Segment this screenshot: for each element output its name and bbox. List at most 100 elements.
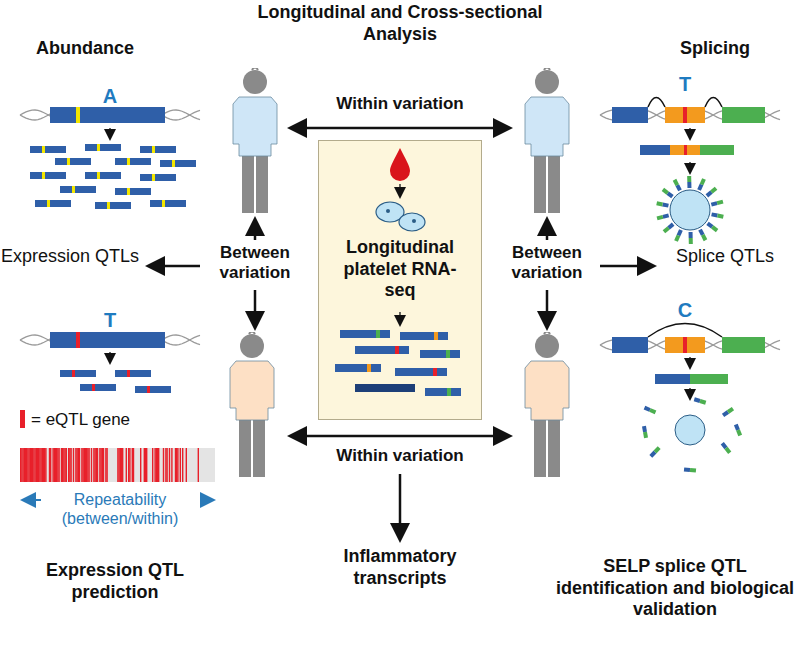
arrows	[254, 290, 257, 326]
transcript	[135, 386, 171, 393]
heatmap-stripe	[121, 448, 122, 482]
small-arrows	[109, 128, 111, 138]
heatmap-stripe	[34, 448, 35, 482]
heatmap-stripe	[128, 448, 129, 482]
protein	[712, 227, 717, 231]
protein	[663, 215, 669, 216]
heatmap-stripe	[99, 448, 100, 482]
heatmap-stripe	[94, 448, 95, 482]
variant	[127, 370, 130, 377]
people	[525, 68, 569, 214]
heatmap-stripe	[156, 448, 157, 482]
protein	[677, 185, 680, 190]
variant	[395, 346, 399, 354]
arrows	[292, 127, 508, 130]
variant	[684, 145, 687, 155]
panel-heading: Splicing	[650, 38, 780, 60]
transcript	[670, 145, 700, 155]
variant	[683, 337, 687, 353]
protein	[668, 193, 673, 197]
panel-heading: Abundance	[20, 38, 150, 60]
heatmap-stripe	[144, 448, 145, 482]
heatmap-stripe	[50, 448, 51, 482]
transcript	[690, 374, 728, 384]
protein	[712, 214, 718, 215]
splice-genes	[648, 98, 665, 108]
heatmap-stripe	[79, 448, 80, 482]
heatmap-stripe	[175, 448, 176, 482]
heatmap-stripe	[40, 448, 41, 482]
small-arrows	[689, 357, 691, 367]
allele-letter: A	[95, 84, 125, 108]
heatmap-stripe	[93, 448, 94, 482]
heatmap-stripe	[58, 448, 59, 482]
transcript	[140, 174, 176, 181]
allele-letter: C	[670, 298, 700, 322]
heatmap-stripe	[122, 448, 123, 482]
arrows	[399, 474, 402, 538]
exon	[722, 337, 765, 353]
variant	[127, 188, 130, 195]
blood-and-cells	[390, 148, 410, 181]
protein	[687, 176, 691, 182]
protein	[663, 189, 668, 193]
transcript	[335, 364, 381, 372]
variant	[683, 107, 687, 123]
heatmap-stripe	[70, 448, 71, 482]
heatmap-stripe	[24, 448, 25, 482]
heatmap-stripe	[96, 448, 97, 482]
box-text: Longitudinal platelet RNA-seq	[329, 237, 471, 302]
variant	[92, 384, 95, 391]
protein	[663, 204, 669, 205]
heatmap-stripe	[154, 448, 155, 482]
heatmap-stripe	[169, 448, 170, 482]
blood-and-cells	[399, 184, 401, 196]
outcome-label: Expression QTLs	[0, 246, 140, 268]
heatmap-stripe	[86, 448, 87, 482]
protein	[700, 401, 706, 403]
splice-genes	[648, 98, 722, 338]
exon	[665, 107, 705, 123]
small-arrows	[110, 128, 690, 398]
protein	[651, 452, 655, 456]
heatmap-stripe	[82, 448, 83, 482]
transcript	[700, 145, 734, 155]
heatmap-stripe	[78, 448, 79, 482]
small-arrows	[689, 388, 691, 398]
heatmap-stripe	[33, 448, 34, 482]
generated-figures	[20, 107, 780, 482]
heatmap-stripe	[118, 448, 119, 482]
protein	[711, 203, 717, 204]
protein	[689, 232, 693, 238]
transcript	[60, 370, 96, 377]
heatmap-stripe	[43, 448, 44, 482]
platelet	[670, 190, 710, 230]
heatmap-stripe	[22, 448, 23, 482]
heatmap-stripe	[28, 448, 29, 482]
variant	[107, 202, 110, 209]
protein	[711, 188, 716, 192]
arrows	[600, 265, 652, 268]
heatmap-stripe	[133, 448, 134, 482]
axis-label: Repeatability (between/within)	[41, 490, 200, 528]
transcript	[160, 160, 196, 167]
heatmap-stripe	[39, 448, 40, 482]
heatmap-stripe	[64, 448, 65, 482]
blood-and-cells	[412, 219, 416, 223]
heatmap-stripe	[36, 448, 37, 482]
protein	[699, 184, 701, 189]
exon	[612, 107, 648, 123]
heatmap-stripe	[129, 448, 130, 482]
small-arrows	[109, 352, 111, 362]
transcript	[60, 186, 96, 193]
gene	[50, 332, 165, 348]
heatmap-stripe	[180, 448, 181, 482]
heatmap-stripe	[106, 448, 107, 482]
heatmap-stripe	[61, 448, 62, 482]
heatmap-stripe	[42, 448, 43, 482]
protein	[702, 179, 704, 184]
blood-and-cells	[399, 213, 425, 231]
legend-item: = eQTL gene	[20, 410, 130, 430]
heatmap-stripe	[84, 448, 85, 482]
